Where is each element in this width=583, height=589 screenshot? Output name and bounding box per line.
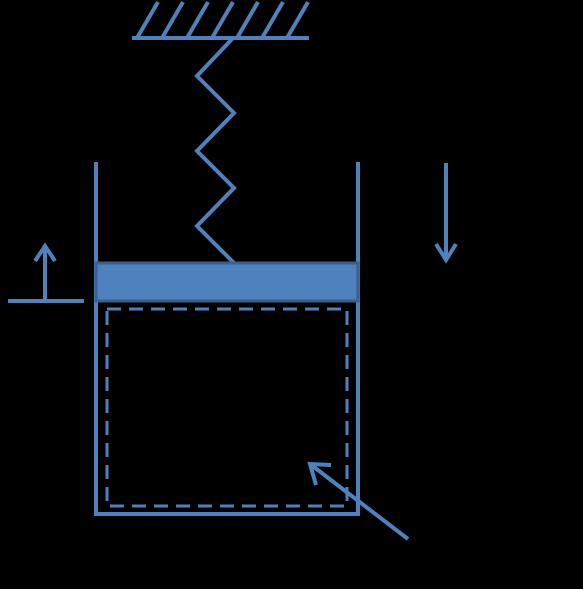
pointer-shaft [308,462,410,541]
arrow-head-up [33,242,57,263]
wall-hatch [235,0,260,40]
fixed-support-wall [132,0,310,40]
wall-hatch [160,0,185,40]
wall-hatch [210,0,235,40]
piston [94,261,360,303]
spring [194,36,237,265]
wall-hatch [135,0,160,40]
pointer-head [307,461,332,486]
wall-hatch [185,0,210,40]
downward-arrow [434,163,458,264]
control-volume-boundary [105,307,349,508]
upward-displacement-arrow [8,242,84,303]
wall-hatch [260,0,285,40]
wall-hatch [285,0,310,40]
cylinder-walls [94,162,360,516]
arrow-head-down [434,242,458,264]
pointer-arrow [307,461,410,541]
